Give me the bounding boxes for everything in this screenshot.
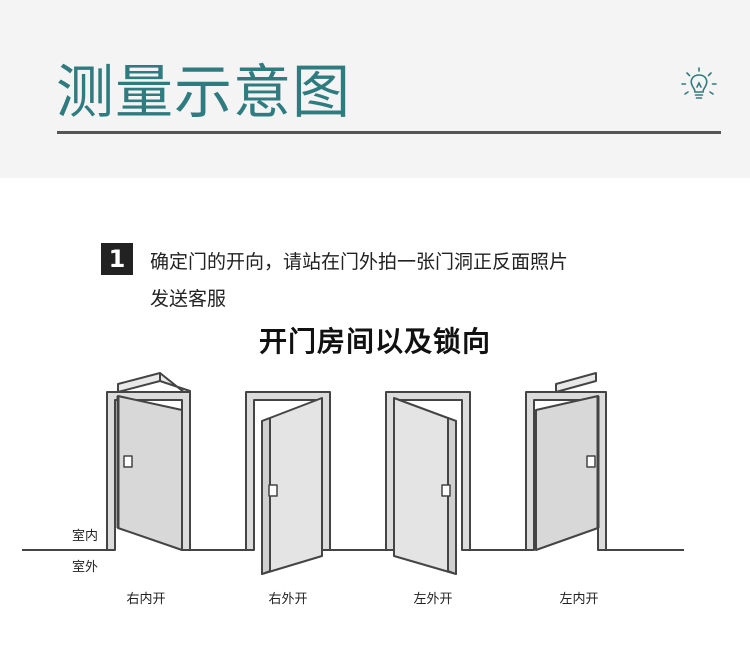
door-left-outward (385, 391, 471, 575)
door-right-inward (106, 372, 191, 551)
door-right-outward (245, 391, 331, 575)
page-title: 测量示意图 (56, 58, 352, 126)
door-left-inward (525, 372, 607, 551)
door-opening-diagram (22, 372, 684, 575)
indoor-label: 室内 (72, 529, 99, 544)
header-banner: 测量示意图 (0, 0, 750, 178)
step-number-badge: 1 (101, 243, 133, 275)
door-label-left-outward: 左外开 (413, 592, 453, 607)
door-label-left-inward: 左内开 (559, 592, 599, 607)
instruction-text-line2: 发送客服 (150, 288, 227, 310)
door-label-right-outward: 右外开 (268, 592, 308, 607)
outdoor-label: 室外 (72, 560, 99, 575)
lightbulb-icon (681, 67, 717, 99)
diagram-title: 开门房间以及锁向 (258, 325, 491, 358)
header-divider (57, 131, 721, 134)
door-label-right-inward: 右内开 (126, 592, 166, 607)
instruction-text-line1: 确定门的开向，请站在门外拍一张门洞正反面照片 (150, 251, 569, 273)
